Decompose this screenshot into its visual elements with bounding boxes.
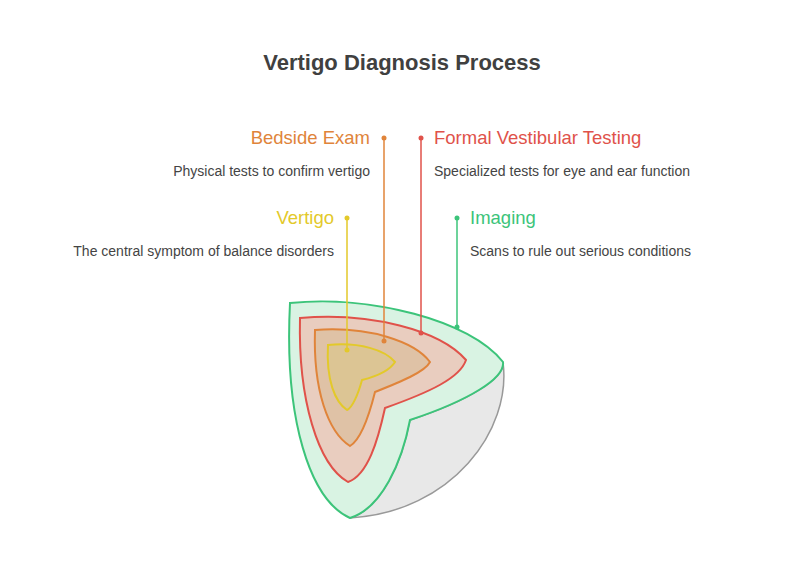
layer-outline	[328, 344, 395, 410]
layer-description: Scans to rule out serious conditions	[470, 242, 804, 260]
layer-region: Bedside ExamPhysical tests to confirm ve…	[312, 324, 433, 449]
leader-dot	[419, 331, 424, 336]
layer-heading: Bedside Exam	[0, 127, 370, 149]
layer-description: The central symptom of balance disorders	[0, 242, 334, 260]
layer-region: VertigoThe central symptom of balance di…	[325, 339, 398, 413]
leader-line	[420, 138, 422, 333]
layer-heading: Vertigo	[0, 207, 334, 229]
leader-dot	[382, 136, 387, 141]
leader-line	[383, 138, 385, 341]
layer-description: Specialized tests for eye and ear functi…	[434, 162, 804, 180]
layer-region: Formal Vestibular TestingSpecialized tes…	[297, 309, 469, 485]
layer-outline	[300, 317, 466, 482]
leader-dot	[419, 136, 424, 141]
leader-dot	[455, 325, 460, 330]
leader-line	[456, 218, 458, 327]
leader-dot	[345, 348, 350, 353]
layer-region: ImagingScans to rule out serious conditi…	[285, 294, 511, 522]
layer-heading: Formal Vestibular Testing	[434, 127, 804, 149]
layer-outline	[289, 302, 503, 518]
layer-outline	[315, 329, 430, 446]
layer-shape	[312, 324, 433, 449]
leader-dot	[455, 216, 460, 221]
leader-dot	[382, 339, 387, 344]
leader-dot	[345, 216, 350, 221]
layer-shape	[325, 339, 398, 413]
layer-heading: Imaging	[470, 207, 804, 229]
diagram-title: Vertigo Diagnosis Process	[0, 50, 804, 76]
layer-description: Physical tests to confirm vertigo	[0, 162, 370, 180]
leader-line	[346, 218, 348, 350]
